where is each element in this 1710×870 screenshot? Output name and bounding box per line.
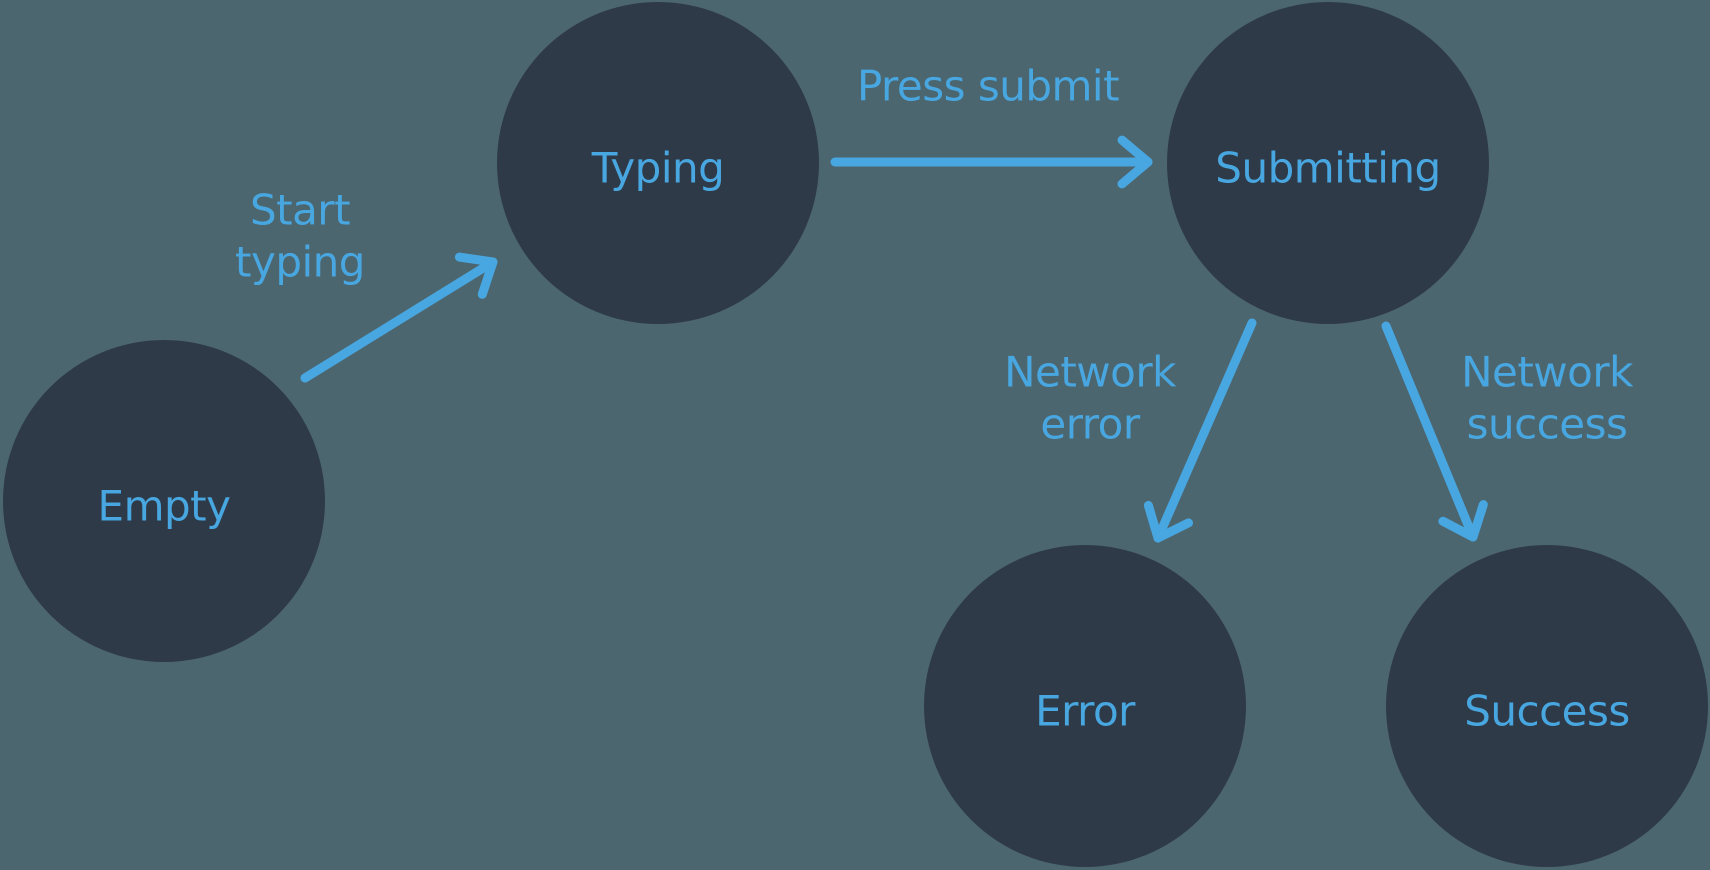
arrowhead-icon — [1117, 135, 1153, 189]
state-circle-typing — [497, 2, 819, 324]
edge-label-network-error: error — [1040, 400, 1140, 449]
edge-label-network-success: Network — [1461, 348, 1634, 397]
edge-line-network-error — [1153, 318, 1257, 543]
state-circle-empty — [3, 340, 325, 662]
state-label-submitting: Submitting — [1215, 144, 1440, 193]
edge-line-start-typing — [300, 257, 498, 383]
state-circle-submitting — [1167, 2, 1489, 324]
state-node-empty: Empty — [3, 340, 325, 662]
arrowhead-icon — [1438, 500, 1488, 542]
edge-press-submit: Press submit — [830, 62, 1153, 189]
edge-label-network-success: success — [1467, 400, 1628, 449]
edge-label-start-typing: Start — [250, 186, 350, 235]
state-node-typing: Typing — [497, 2, 819, 324]
state-label-error: Error — [1035, 687, 1136, 736]
state-circle-error — [924, 545, 1246, 867]
edge-label-start-typing: typing — [235, 238, 365, 287]
state-label-success: Success — [1464, 687, 1630, 736]
state-node-error: Error — [924, 545, 1246, 867]
state-node-submitting: Submitting — [1167, 2, 1489, 324]
arrowhead-icon — [1143, 500, 1193, 543]
arrowhead-icon — [454, 252, 498, 299]
state-label-empty: Empty — [98, 482, 231, 531]
edge-label-network-error: Network — [1004, 348, 1177, 397]
state-circle-success — [1386, 545, 1708, 867]
state-label-typing: Typing — [591, 144, 725, 193]
state-node-success: Success — [1386, 545, 1708, 867]
edge-line-network-success — [1381, 321, 1478, 542]
edge-label-press-submit: Press submit — [857, 62, 1119, 111]
